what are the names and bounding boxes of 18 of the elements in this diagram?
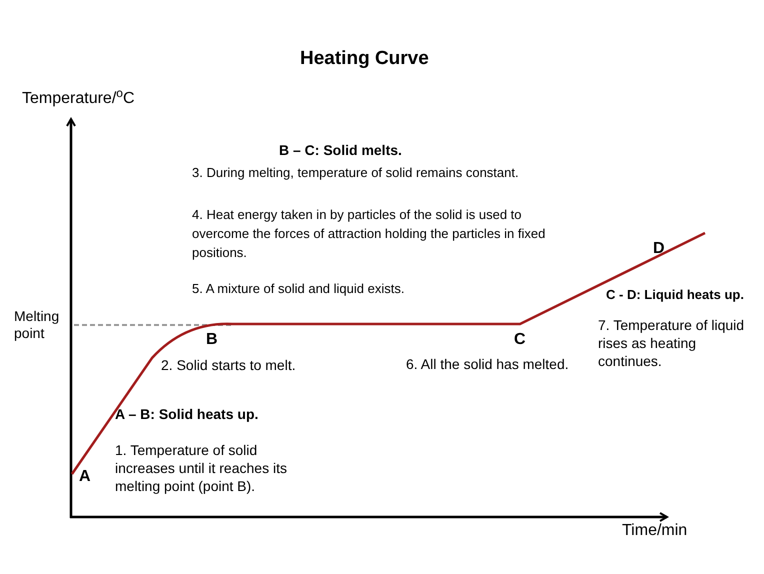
stage-heading: C - D: Liquid heats up. [606,287,744,303]
axis-label: Temperature/$^{o}$C [22,89,135,109]
point-label: B [206,330,218,350]
stage-heading: B – C: Solid melts. [279,141,402,159]
axis-label: Melting point [14,308,60,342]
note-text: 3. During melting, temperature of solid remains constant. [192,165,520,181]
note-text: 1. Temperature of solid increases until it reaches its melting point (point B). [115,441,288,495]
point-label: A [79,467,91,487]
chart-title: Heating Curve [300,47,429,71]
point-label: C [514,330,526,350]
stage-heading: A – B: Solid heats up. [115,405,258,423]
note-text: 6. All the solid has melted. [406,355,569,373]
note-text: 2. Solid starts to melt. [161,356,296,374]
axis-label: Time/min [622,521,688,541]
point-label: D [653,239,665,259]
note-text: 7. Temperature of liquid rises as heating continues. [598,316,746,370]
note-text: 4. Heat energy taken in by particles of the solid is used to overcome the forces of attraction holding the particles in fixed positions. [192,206,546,262]
note-text: 5. A mixture of solid and liquid exists. [192,281,406,297]
